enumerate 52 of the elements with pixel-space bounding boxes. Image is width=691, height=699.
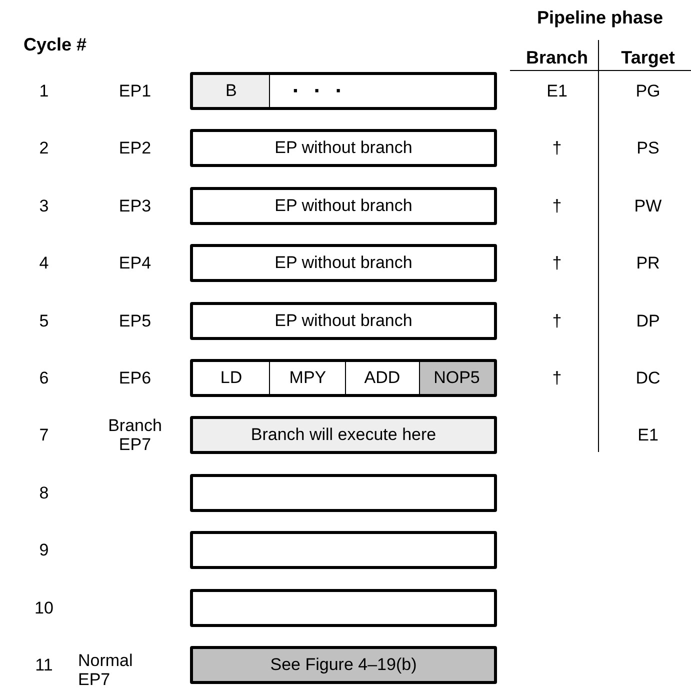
- cycle-number: 5: [39, 311, 49, 330]
- phase-label: DC: [636, 368, 660, 388]
- execute-packet-label: Normal EP7: [78, 651, 134, 689]
- cycle-number: 8: [39, 483, 49, 502]
- instruction-box: EP without branch: [190, 129, 497, 168]
- execute-packet-box: [190, 359, 497, 397]
- execute-packet-box: [190, 588, 497, 627]
- instruction-box: See Figure 4–19(b): [190, 646, 497, 684]
- execute-packet-label: Branch EP7: [107, 416, 163, 454]
- phase-label: DP: [636, 311, 660, 330]
- instruction-box: EP without branch: [190, 302, 497, 340]
- cycle-number: 9: [39, 540, 49, 560]
- execute-packet-label: EP3: [118, 196, 152, 216]
- phase-label: †: [552, 254, 562, 273]
- column-header: Pipeline phase: [536, 8, 664, 28]
- phase-label: PW: [634, 196, 662, 216]
- phase-label: †: [552, 138, 562, 158]
- cycle-number: 6: [39, 368, 49, 388]
- cycle-number: 3: [39, 196, 49, 216]
- instruction-cell: MPY: [269, 362, 345, 394]
- instruction-cell: · · ·: [269, 75, 494, 107]
- execute-packet-box: [190, 531, 497, 570]
- cycle-number: 10: [34, 598, 54, 618]
- execute-packet-label: EP4: [118, 254, 152, 273]
- execute-packet-label: EP5: [118, 311, 152, 330]
- cycle-number: 1: [39, 82, 49, 100]
- phase-label: E1: [546, 82, 568, 100]
- instruction-box: EP without branch: [190, 186, 497, 225]
- cycle-number: 11: [35, 656, 53, 674]
- column-header: Cycle #: [23, 36, 87, 54]
- phase-label: †: [552, 311, 562, 330]
- execute-packet-label: EP6: [118, 368, 152, 388]
- execute-packet-label: EP1: [118, 82, 152, 100]
- phase-label: E1: [638, 426, 658, 445]
- phase-label: †: [552, 196, 562, 216]
- phase-label: †: [552, 368, 562, 388]
- cycle-number: 7: [39, 426, 49, 445]
- phase-label: PG: [636, 82, 660, 100]
- instruction-box: Branch will execute here: [190, 416, 497, 454]
- instruction-cell: B: [193, 75, 270, 107]
- column-header: Branch: [526, 48, 588, 68]
- instruction-box: EP without branch: [190, 244, 497, 282]
- column-header: Target: [621, 48, 675, 68]
- instruction-cell: LD: [193, 362, 270, 394]
- execute-packet-box: [190, 72, 497, 110]
- cycle-number: 2: [39, 138, 49, 158]
- execute-packet-box: [190, 474, 497, 512]
- phase-label: PS: [636, 138, 660, 158]
- instruction-cell: NOP5: [418, 362, 494, 394]
- phase-label: PR: [636, 254, 660, 273]
- execute-packet-label: EP2: [118, 138, 152, 158]
- cycle-number: 4: [39, 254, 49, 273]
